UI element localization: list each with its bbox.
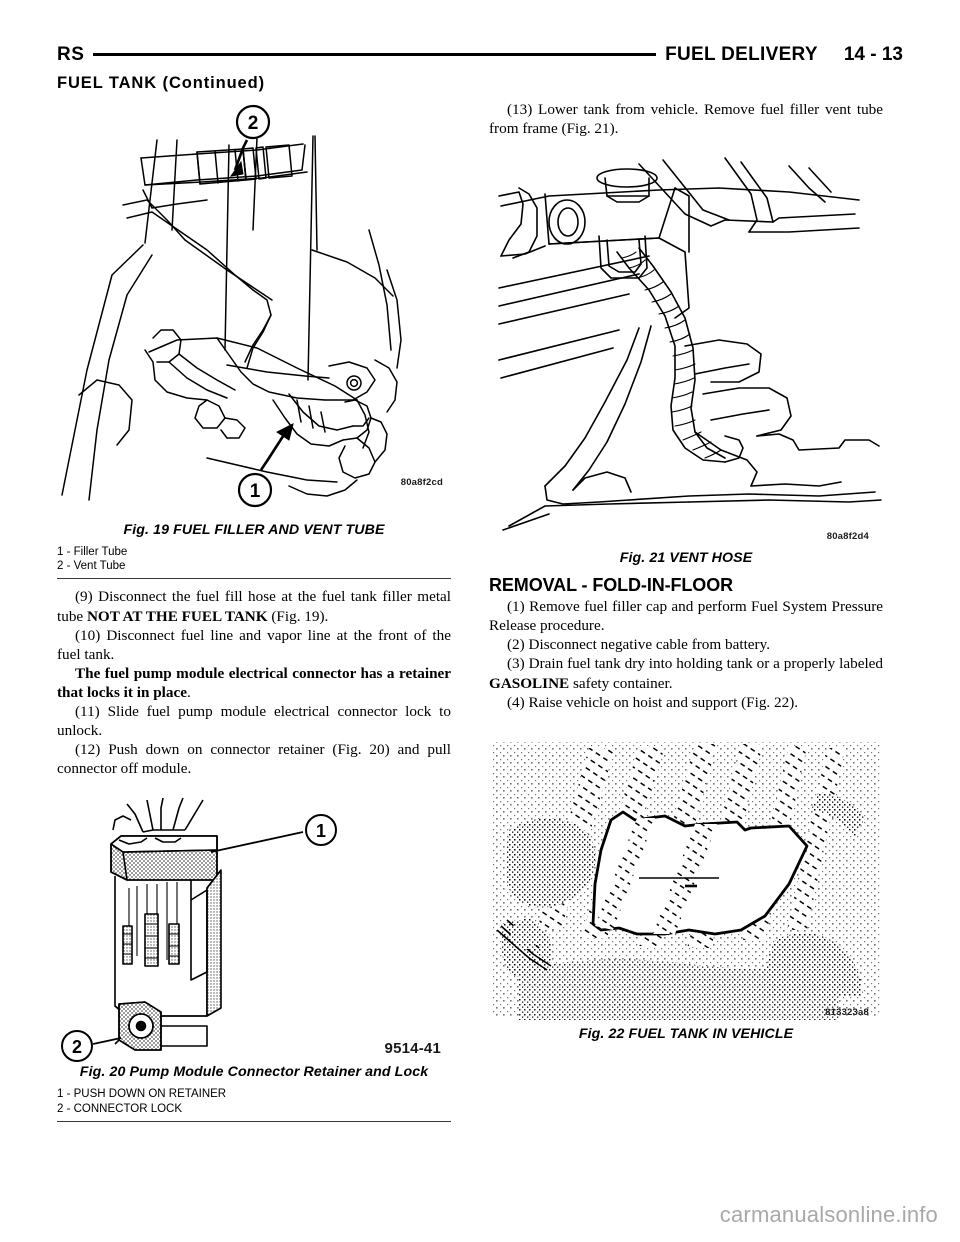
svg-text:2: 2	[248, 113, 259, 134]
figure-19-illustration: 2 1	[61, 104, 402, 508]
svg-text:1: 1	[250, 481, 261, 502]
svg-text:2: 2	[72, 1037, 82, 1057]
figure-19-drawing-id: 80a8f2cd	[400, 477, 443, 488]
figure-21-drawing-id: 80a8f2d4	[826, 531, 869, 543]
figure-19-legend: 1 - Filler Tube 2 - Vent Tube	[57, 545, 451, 573]
figure-20-legend-rule	[57, 1120, 451, 1122]
step-3: (3) Drain fuel tank dry into holding tan…	[489, 655, 883, 692]
figure-19-legend-rule	[57, 578, 451, 580]
figure-21-caption: Fig. 21 VENT HOSE	[619, 550, 753, 567]
figure-22-caption: Fig. 22 FUEL TANK IN VEHICLE	[578, 1025, 794, 1042]
step-1: (1) Remove fuel filler cap and perform F…	[489, 598, 883, 635]
figure-20-caption: Fig. 20 Pump Module Connector Retainer a…	[79, 1064, 429, 1081]
figure-20-callout-2: 2	[61, 1030, 122, 1063]
figure-21: 80a8f2d4	[489, 148, 883, 548]
header-model-code: RS	[57, 44, 85, 65]
figure-20-callout-1: 1	[210, 814, 337, 854]
step-13: (13) Lower tank from vehicle. Remove fue…	[489, 101, 883, 138]
figure-19: 2 1 80a8f2cd	[57, 100, 451, 520]
removal-section-heading: REMOVAL - FOLD-IN-FLOOR	[489, 575, 734, 596]
step-12: (12) Push down on connector retainer (Fi…	[57, 741, 451, 778]
site-watermark: carmanualsonline.info	[719, 1202, 938, 1227]
right-column: (13) Lower tank from vehicle. Remove fue…	[489, 100, 883, 1042]
figure-22-illustration	[491, 741, 881, 1020]
note-retainer: The fuel pump module electrical connecto…	[57, 664, 451, 701]
figure-20-illustration: 1 2	[61, 798, 337, 1063]
figure-19-legend-item: 2 - Vent Tube	[57, 560, 126, 573]
figure-19-caption: Fig. 19 FUEL FILLER AND VENT TUBE	[123, 522, 385, 538]
step-4: (4) Raise vehicle on hoist and support (…	[507, 693, 799, 711]
figure-20-legend-item: 2 - CONNECTOR LOCK	[57, 1102, 183, 1115]
figure-20-legend-item: 1 - PUSH DOWN ON RETAINER	[57, 1088, 227, 1101]
header-rule	[93, 52, 657, 56]
figure-21-illustration	[498, 157, 882, 531]
svg-text:1: 1	[316, 821, 326, 841]
step-2: (2) Disconnect negative cable from batte…	[507, 636, 770, 654]
figure-20-drawing-id: 9514-41	[384, 1040, 441, 1058]
figure-20: 1 2 9514-41	[57, 794, 451, 1063]
step-10: (10) Disconnect fuel line and vapor line…	[57, 626, 451, 663]
figure-22-drawing-id: 813323a8	[825, 1006, 869, 1018]
step-11: (11) Slide fuel pump module electrical c…	[57, 702, 451, 740]
page-number: 14 - 13	[843, 44, 903, 65]
figure-22: 813323a8	[489, 734, 883, 1024]
figure-20-legend: 1 - PUSH DOWN ON RETAINER 2 - CONNECTOR …	[57, 1087, 451, 1115]
figure-19-legend-item: 1 - Filler Tube	[57, 546, 128, 558]
left-column: 2 1 80a8f2cd Fig. 19 FUEL FILLER AND VEN…	[57, 100, 451, 1122]
figure-19-callout-2: 2	[229, 104, 271, 177]
header-section-title: FUEL DELIVERY	[665, 44, 818, 65]
figure-19-callout-1: 1	[237, 423, 294, 508]
page-header: RS FUEL DELIVERY 14 - 13	[57, 42, 903, 68]
step-9: (9) Disconnect the fuel fill hose at the…	[57, 588, 451, 625]
section-continued-label: FUEL TANK (Continued)	[57, 74, 266, 92]
